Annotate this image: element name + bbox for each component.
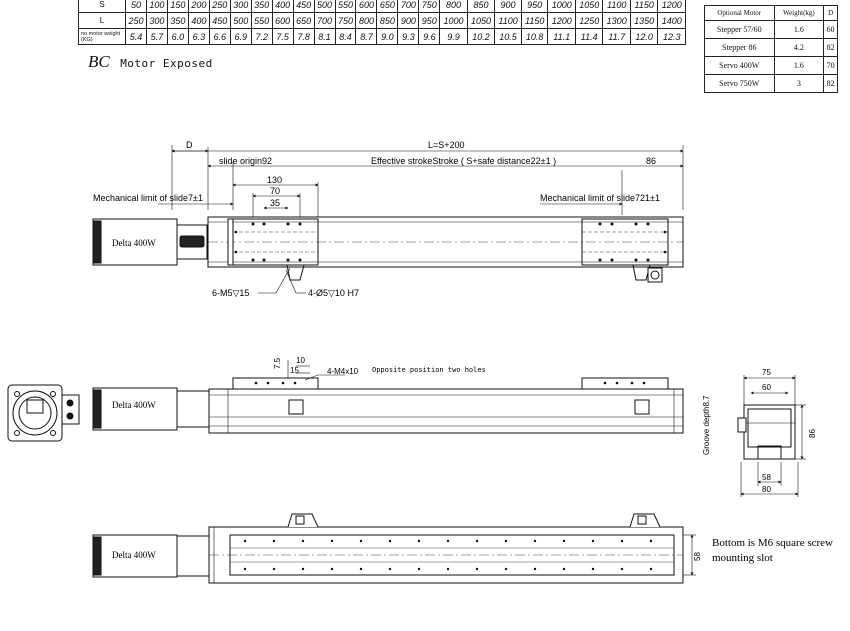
dim-7-5-label: 7.5 <box>273 357 282 369</box>
mounting-hole <box>417 539 421 543</box>
spec-cell: 5.7 <box>145 28 168 45</box>
mounting-hole <box>591 567 595 571</box>
dim-60-label: 60 <box>762 383 771 392</box>
spec-cell: 12.0 <box>629 28 659 45</box>
spec-cell: 12.3 <box>657 28 686 45</box>
mounting-hole <box>243 539 247 543</box>
spec-cell: 10.2 <box>466 28 496 45</box>
hole-note-2: 4-Ø5▽10 H7 <box>308 288 359 298</box>
mech-limit-right-label: Mechanical limit of slide721±1 <box>540 193 660 203</box>
spec-cell: 500 <box>229 12 252 29</box>
mounting-hole <box>620 539 624 543</box>
dim-15-label: 15 <box>290 366 299 375</box>
dim-86-end-label: 86 <box>808 429 817 438</box>
mounting-hole <box>330 567 334 571</box>
mounting-hole <box>243 567 247 571</box>
mounting-hole <box>388 539 392 543</box>
spec-cell: 6.6 <box>208 28 231 45</box>
dim-58-end-label: 58 <box>762 473 771 482</box>
mounting-hole <box>533 567 537 571</box>
mounting-hole <box>562 567 566 571</box>
dim-d-label: D <box>186 140 193 150</box>
mounting-hole <box>301 539 305 543</box>
mounting-hole <box>591 539 595 543</box>
mounting-hole <box>446 539 450 543</box>
title-text: Motor Exposed <box>120 57 213 70</box>
motor-cell: 82 <box>823 74 838 93</box>
end-view <box>737 375 806 497</box>
spec-cell: 6.3 <box>187 28 210 45</box>
mounting-hole <box>301 567 305 571</box>
groove-note-label: Groove depth8.7 <box>702 395 711 455</box>
motor-header-cell: D <box>823 5 838 21</box>
mounting-hole <box>272 567 276 571</box>
spec-cell: 450 <box>208 12 231 29</box>
motor-cell: 70 <box>823 56 838 75</box>
bottom-note-line-2: mounting slot <box>712 552 773 564</box>
dim-10-label: 10 <box>296 356 305 365</box>
opposite-note-label: Opposite position two holes <box>372 366 486 374</box>
section-title: BC Motor Exposed <box>88 52 213 72</box>
spec-cell: 6.0 <box>166 28 189 45</box>
mounting-hole <box>475 567 479 571</box>
mounting-hole <box>620 567 624 571</box>
mounting-hole <box>388 567 392 571</box>
mounting-hole <box>330 539 334 543</box>
bottom-view <box>92 513 696 584</box>
mounting-hole <box>475 539 479 543</box>
mounting-hole <box>417 567 421 571</box>
dim-80-label: 80 <box>762 485 771 494</box>
mounting-hole <box>533 539 537 543</box>
dim-35-label: 35 <box>270 198 280 208</box>
dim-58-bottom-label: 58 <box>693 552 702 561</box>
motor-label-side: Delta 400W <box>112 400 156 410</box>
spec-row-label: no motor weight (KG) <box>78 28 126 45</box>
motor-label-bottom: Delta 400W <box>112 550 156 560</box>
dim-75-label: 75 <box>762 368 771 377</box>
dim-86-top-label: 86 <box>646 156 656 166</box>
motor-label-top: Delta 400W <box>112 238 156 248</box>
mounting-hole <box>649 567 653 571</box>
dim-130-label: 130 <box>267 175 282 185</box>
mounting-hole <box>562 539 566 543</box>
dim-l-label: L=S+200 <box>428 140 465 150</box>
mounting-hole <box>446 567 450 571</box>
effective-stroke-label: Effective strokeStroke ( S+safe distance… <box>371 156 556 166</box>
mounting-hole <box>359 567 363 571</box>
spec-cell: 9.9 <box>439 28 468 45</box>
hole-note-1: 6-M5▽15 <box>212 288 249 298</box>
title-prefix: BC <box>88 52 110 71</box>
spec-cell: 6.9 <box>229 28 252 45</box>
motor-cell: 4.2 <box>773 38 825 57</box>
mounting-hole <box>359 539 363 543</box>
slide-origin-label: slide origin92 <box>219 156 272 166</box>
mech-limit-left-label: Mechanical limit of slide7±1 <box>93 193 203 203</box>
spec-cell: 5.4 <box>125 28 147 45</box>
mounting-hole <box>504 567 508 571</box>
thread-note-label: 4-M4x10 <box>327 367 359 376</box>
dim-70-label: 70 <box>270 186 280 196</box>
mounting-hole <box>504 539 508 543</box>
mounting-hole <box>272 539 276 543</box>
top-view <box>92 145 684 294</box>
mounting-hole <box>649 539 653 543</box>
side-view <box>7 360 684 442</box>
bottom-note-line-1: Bottom is M6 square screw <box>712 537 833 549</box>
motor-cell: 3 <box>773 74 825 93</box>
